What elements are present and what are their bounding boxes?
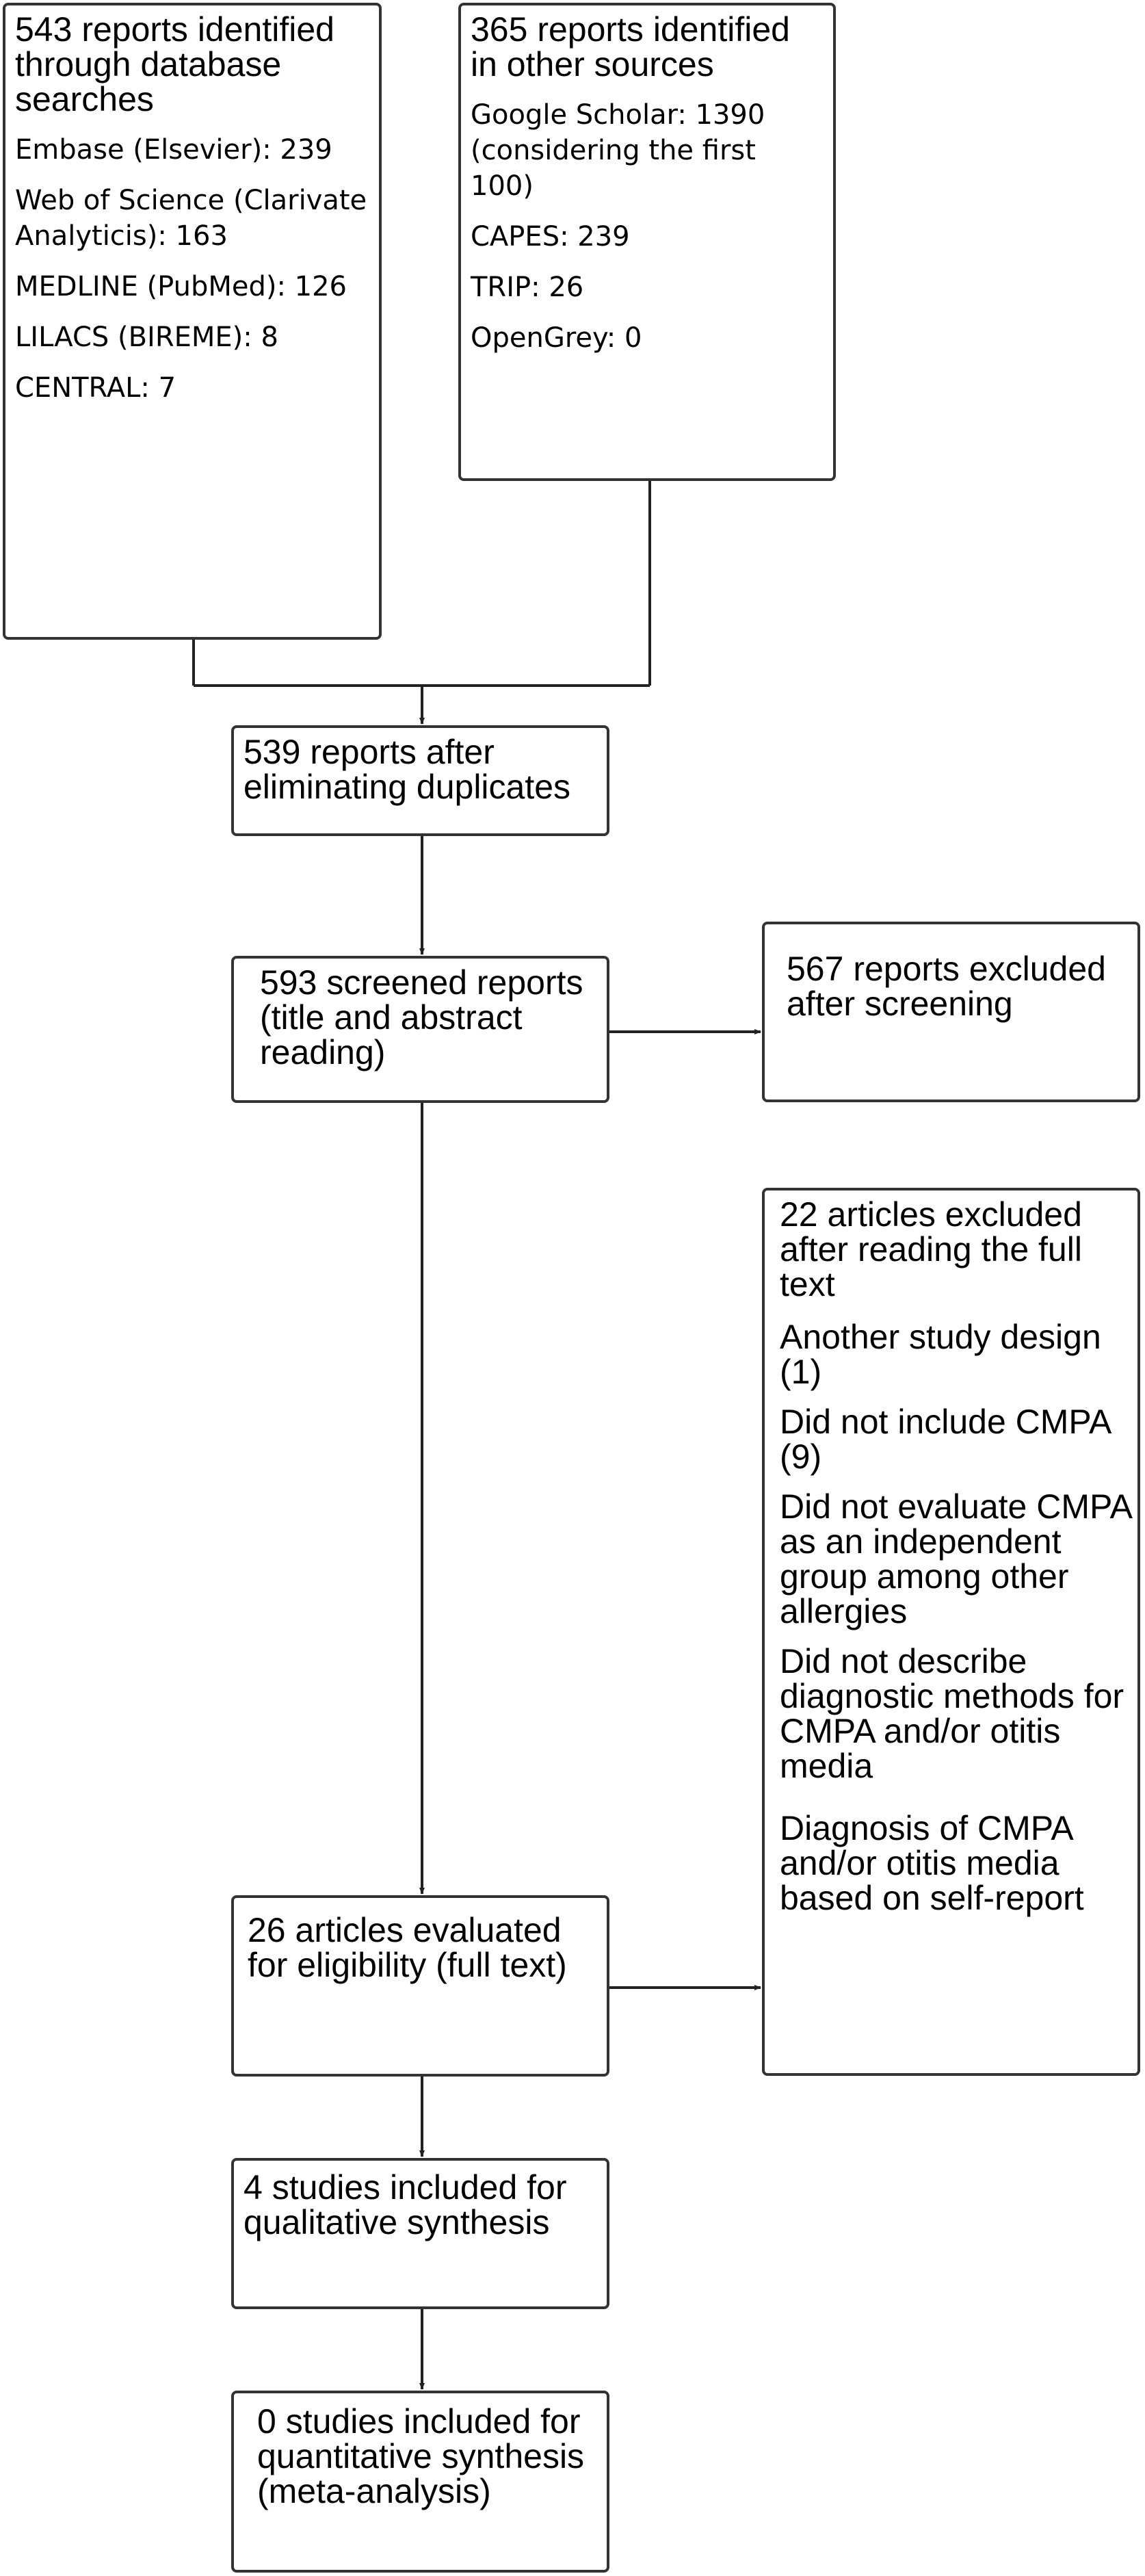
excluded-reason-no-diagnostic-methods: Did not describe diagnostic methods for …	[780, 1642, 1124, 1785]
other-item-opengrey: OpenGrey: 0	[471, 322, 642, 354]
database-item-lilacs: LILACS (BIREME): 8	[15, 322, 278, 353]
excluded-fulltext-title: 22 articles excluded after reading the f…	[780, 1195, 1082, 1303]
excluded-reason-no-cmpa: Did not include CMPA (9)	[780, 1403, 1110, 1476]
excluded-after-screening-box: 567 reports excluded after screening	[762, 922, 1140, 1102]
database-search-title: 543 reports identified through database …	[15, 10, 334, 118]
duplicates-removed-box: 539 reports after eliminating duplicates	[231, 725, 609, 836]
eligibility-text: 26 articles evaluated for eligibility (f…	[248, 1911, 567, 1984]
other-sources-title: 365 reports identified in other sources	[471, 10, 790, 83]
excluded-after-screening-text: 567 reports excluded after screening	[787, 950, 1106, 1023]
duplicates-removed-text: 539 reports after eliminating duplicates	[244, 733, 571, 806]
database-item-medline: MEDLINE (PubMed): 126	[15, 271, 347, 302]
other-item-capes: CAPES: 239	[471, 221, 630, 252]
other-item-google-scholar: Google Scholar: 1390 (considering the fi…	[471, 99, 765, 202]
other-sources-box: 365 reports identified in other sources …	[458, 3, 836, 481]
database-search-box: 543 reports identified through database …	[3, 3, 382, 640]
qualitative-synthesis-text: 4 studies included for qualitative synth…	[244, 2168, 567, 2241]
other-item-trip: TRIP: 26	[471, 272, 584, 303]
excluded-reason-self-report: Diagnosis of CMPA and/or otitis media ba…	[780, 1809, 1084, 1917]
database-item-web-of-science: Web of Science (Clarivate Analyticis): 1…	[15, 185, 367, 252]
qualitative-synthesis-box: 4 studies included for qualitative synth…	[231, 2158, 609, 2309]
excluded-reason-study-design: Another study design (1)	[780, 1318, 1101, 1391]
excluded-reason-not-independent-group: Did not evaluate CMPA as an independent …	[780, 1487, 1131, 1630]
database-item-central: CENTRAL: 7	[15, 372, 176, 404]
screened-reports-text: 593 screened reports (title and abstract…	[260, 963, 583, 1071]
quantitative-synthesis-text: 0 studies included for quantitative synt…	[257, 2402, 585, 2510]
screened-reports-box: 593 screened reports (title and abstract…	[231, 956, 609, 1103]
eligibility-box: 26 articles evaluated for eligibility (f…	[231, 1895, 609, 2077]
database-item-embase: Embase (Elsevier): 239	[15, 134, 332, 166]
quantitative-synthesis-box: 0 studies included for quantitative synt…	[231, 2391, 609, 2573]
excluded-fulltext-box: 22 articles excluded after reading the f…	[762, 1188, 1140, 2076]
